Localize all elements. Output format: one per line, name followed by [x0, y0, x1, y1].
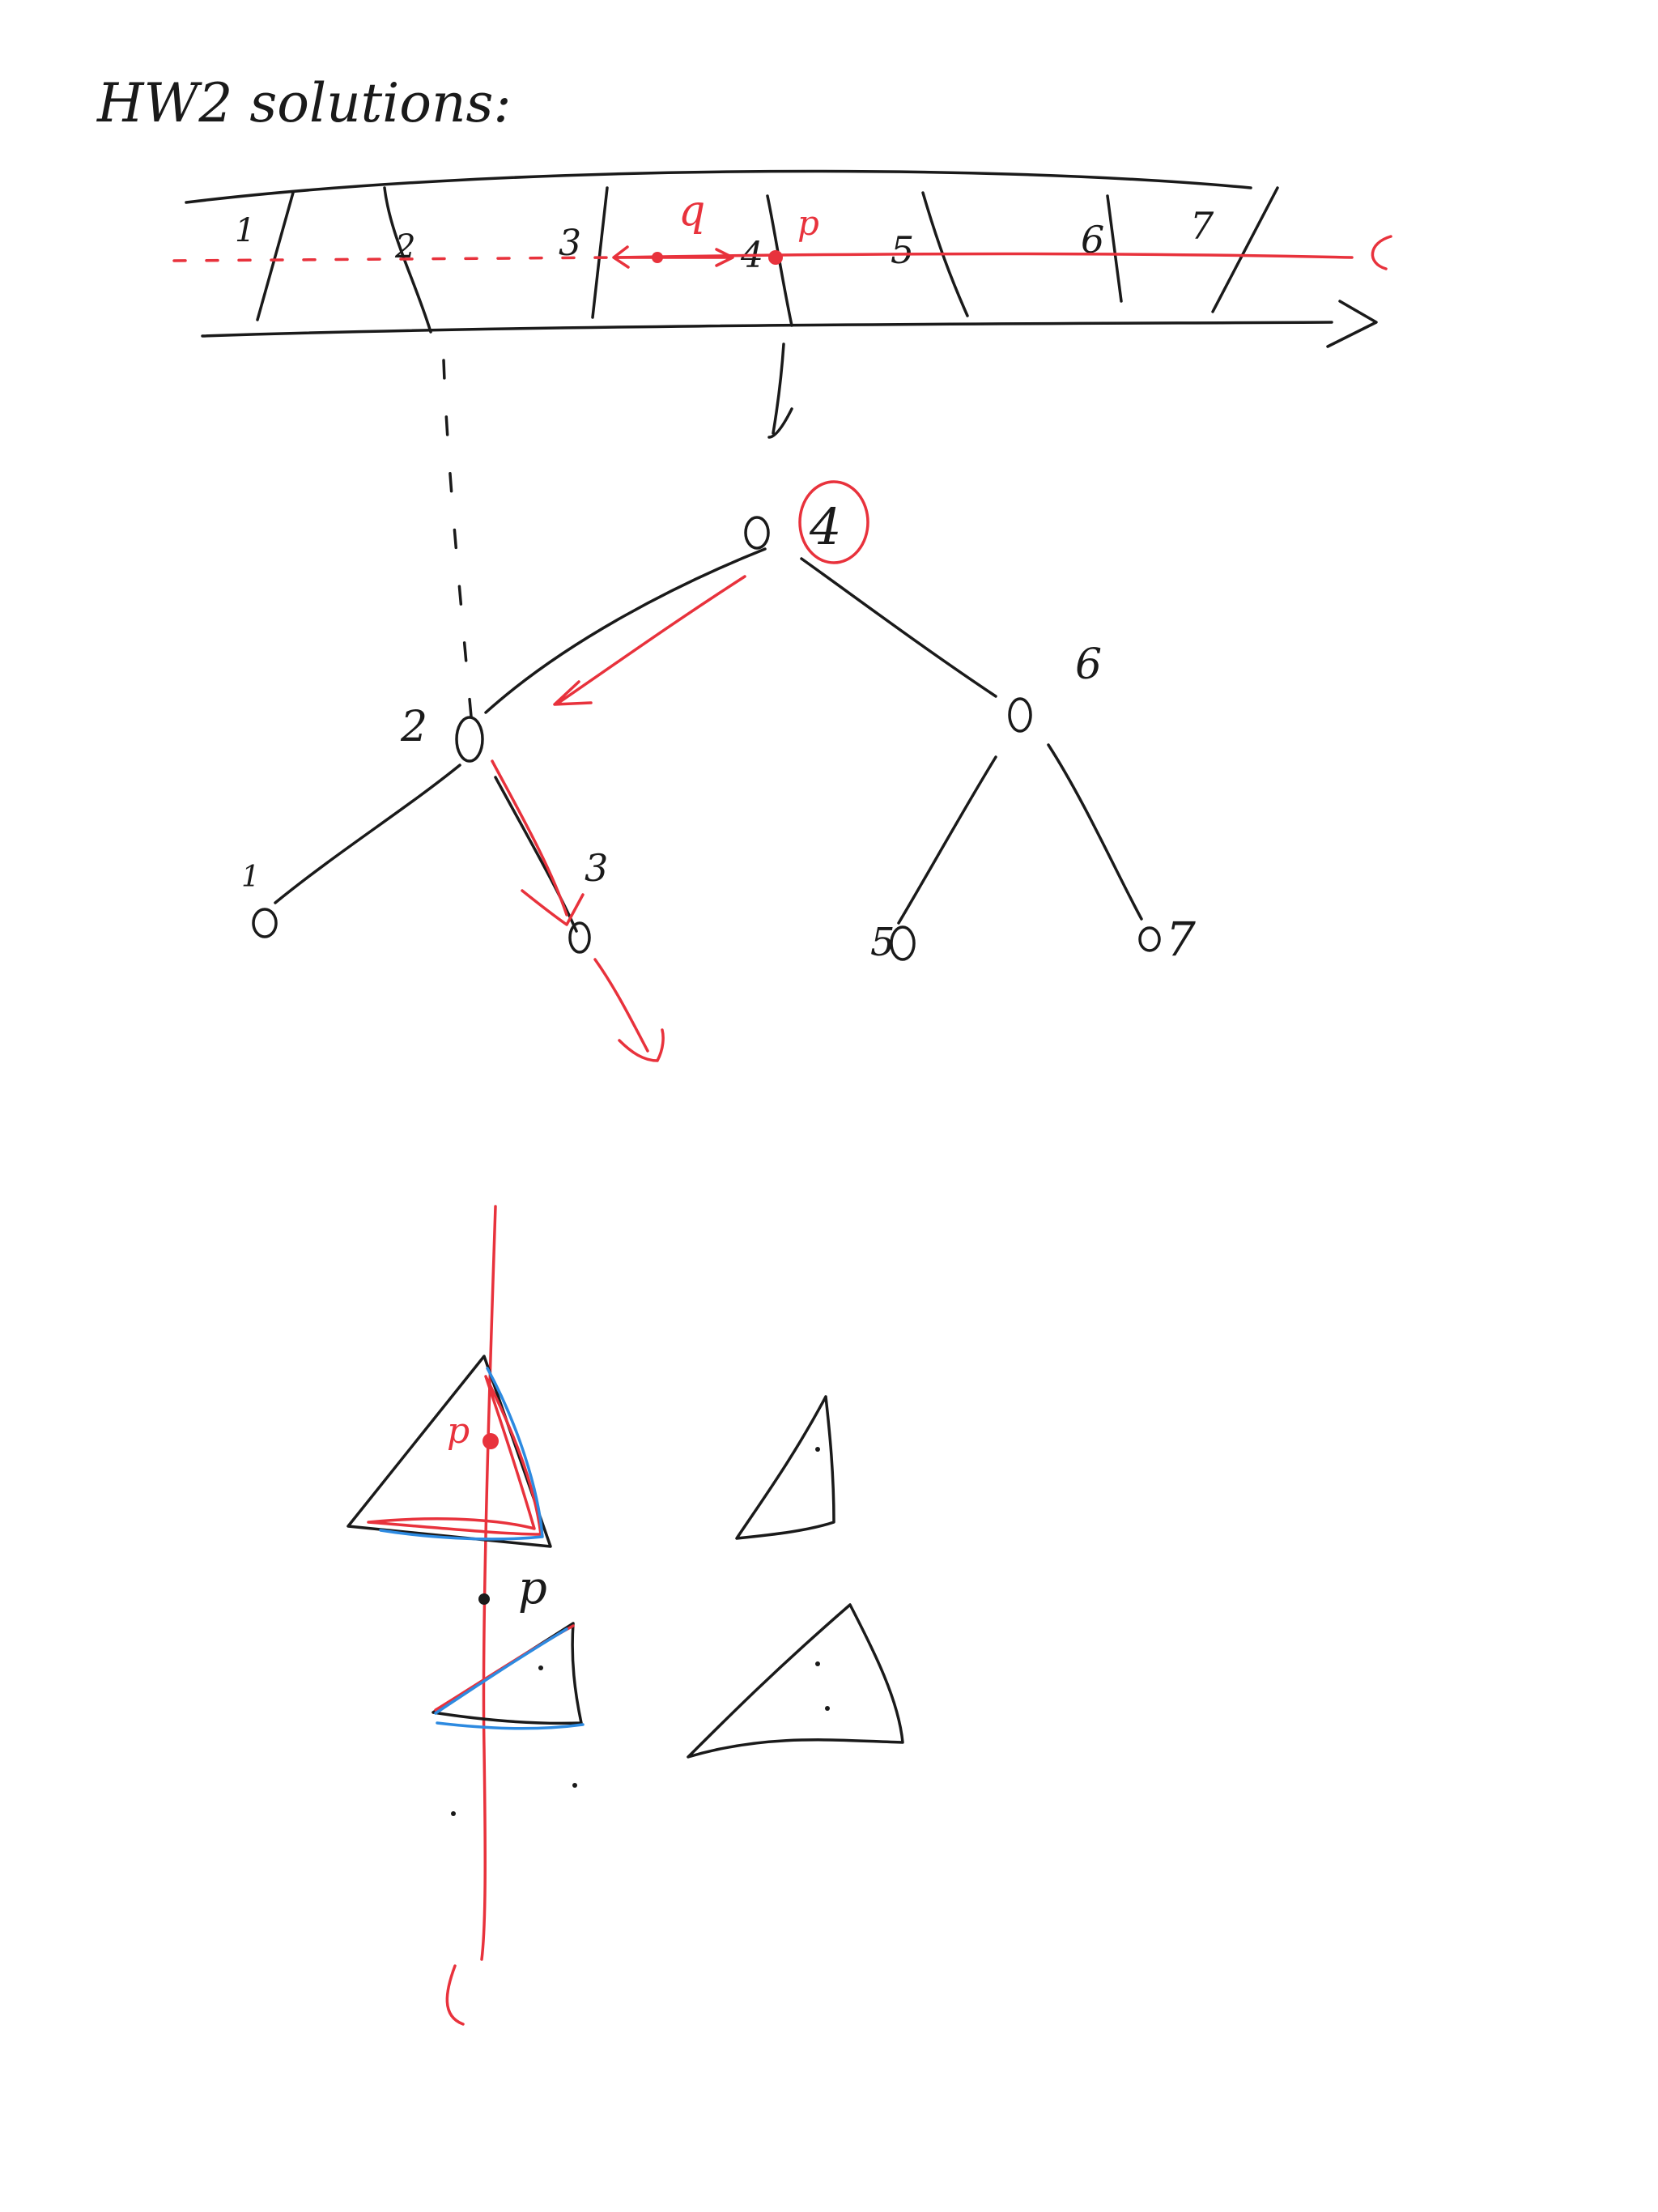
highlight-circle-4 [798, 480, 869, 564]
arrow-q-left [612, 245, 734, 269]
tree-label-6: 6 [1075, 640, 1102, 689]
stray-dot [572, 1783, 577, 1788]
slab-top-edge [185, 169, 1252, 204]
triangle-lower-left [432, 1622, 583, 1725]
slab-divider [591, 186, 609, 319]
tree-label-7: 7 [1166, 912, 1196, 967]
tree-node-rl [890, 925, 916, 961]
point-p-upper [483, 1433, 499, 1449]
tree-node-right [1008, 697, 1032, 733]
slab-divider [256, 191, 295, 321]
stray-dot [815, 1447, 820, 1452]
search-arrow-1 [553, 575, 746, 706]
slab-divider [1211, 186, 1279, 313]
slab-label-1: 1 [235, 212, 255, 249]
tree-edge [274, 764, 461, 904]
triangle-upper-right [735, 1395, 835, 1540]
label-q: q [678, 187, 705, 236]
tree-edge [484, 547, 767, 714]
slab-bottom-edge [201, 321, 1333, 338]
label-p: p [797, 203, 819, 243]
dashed-line-left [172, 256, 617, 262]
label-p-black: p [518, 1562, 547, 1614]
query-line [614, 252, 1354, 259]
vertical-line-figure: p p [346, 1205, 904, 2026]
stray-dot [451, 1811, 456, 1816]
point-p [768, 250, 783, 265]
slab-label-7: 7 [1190, 204, 1214, 248]
tree-label-3: 3 [585, 846, 608, 890]
query-line-horizontal: q p [172, 187, 1392, 270]
slab-arrow-head [1326, 300, 1378, 348]
title: HW2 solutions: [96, 72, 512, 134]
triangle-overlay-blue [379, 1367, 544, 1541]
tree-edge [494, 776, 578, 933]
stray-dot [825, 1706, 830, 1711]
tree-label-1: 1 [241, 861, 260, 894]
tree-node-rr [1138, 926, 1161, 952]
tree-node-left [455, 716, 484, 763]
slab-divider [1106, 194, 1123, 303]
tree-edge [800, 557, 997, 698]
stray-dot [538, 1665, 543, 1670]
query-line-vertical [480, 1205, 497, 1961]
point-q [652, 252, 663, 263]
slab-label-5: 5 [891, 228, 914, 272]
line-label-curve [1371, 235, 1392, 270]
search-arrow-3 [593, 958, 665, 1062]
triangle-overlay-red [367, 1375, 542, 1536]
tree-node-lr [568, 921, 591, 954]
point-p-black [478, 1593, 490, 1605]
tree-label-5: 5 [870, 920, 895, 965]
tree-label-2: 2 [400, 703, 427, 751]
slab-divider [921, 191, 969, 317]
down-arrow-to-root [767, 342, 793, 439]
dashed-connector [442, 359, 473, 718]
search-arrow-2 [491, 759, 585, 926]
line-l-bottom [445, 1964, 465, 2026]
triangle-lower-right [687, 1603, 904, 1759]
slab-strip: 1 2 3 4 5 6 7 [185, 169, 1378, 348]
tree-edge [897, 755, 997, 925]
stray-dot [815, 1661, 820, 1666]
tree-node-ll [252, 908, 278, 938]
triangle-edge-blue [434, 1627, 585, 1730]
label-p-upper: p [447, 1410, 470, 1452]
tree-edge [1047, 743, 1143, 921]
tree-label-4: 4 [809, 497, 841, 556]
tree-node-root [744, 516, 770, 550]
binary-tree: 4 2 6 1 3 5 7 [241, 480, 1196, 1062]
